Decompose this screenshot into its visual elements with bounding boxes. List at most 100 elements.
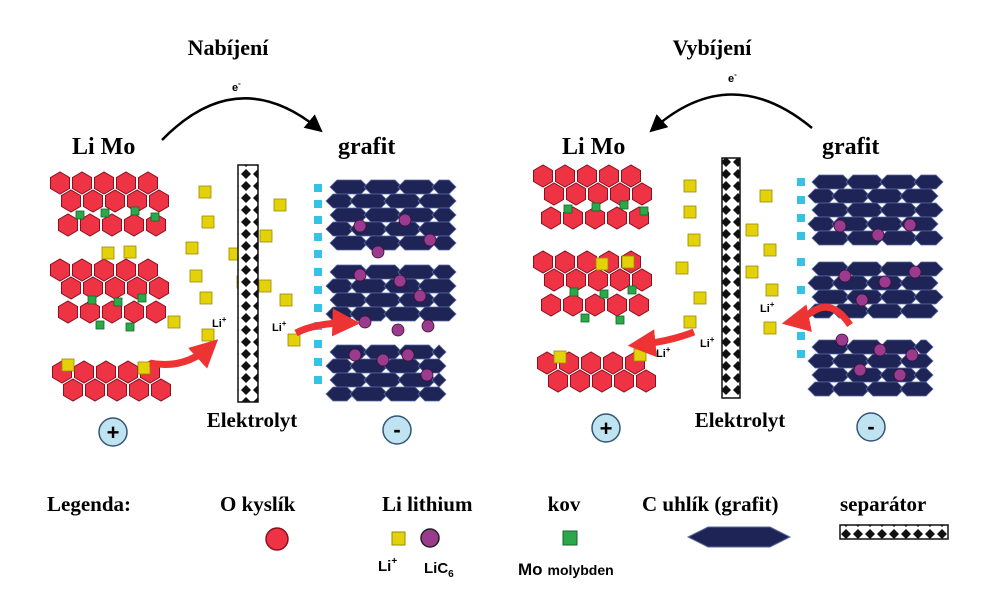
surface-ions <box>314 184 322 384</box>
graphite-sheet <box>349 193 389 209</box>
ion-flow-arrow-2 <box>294 308 361 337</box>
graphite-sheet <box>811 367 851 383</box>
oxygen-atom <box>632 268 652 292</box>
lic6-atom <box>908 265 922 279</box>
oxygen-atom <box>105 276 125 300</box>
oxygen-atom <box>548 369 568 393</box>
metal-atom <box>87 295 97 305</box>
lithium-ion <box>258 279 272 293</box>
surface-ion <box>797 332 805 340</box>
graphite-sheet <box>363 207 403 223</box>
lic6-atom <box>833 219 847 233</box>
positive-sign: + <box>107 420 120 445</box>
metal-atom <box>591 202 601 212</box>
lithium-ion-icon <box>391 531 406 546</box>
lithium-ion <box>675 261 689 275</box>
lithium-ion <box>167 315 181 329</box>
surface-ion <box>797 258 805 266</box>
ion-label: Li+ <box>760 300 775 315</box>
lithium-ion <box>763 243 777 257</box>
oxygen-atom <box>544 268 564 292</box>
lic6-atom <box>835 333 849 347</box>
lithium-ion <box>199 291 213 305</box>
anode-label: grafit <box>822 134 879 160</box>
oxygen-atom <box>146 300 166 324</box>
oxygen-atom <box>632 182 652 206</box>
ion-label: Li+ <box>656 345 671 360</box>
metal-atoms <box>75 206 160 332</box>
positive-electrode-icon <box>591 413 621 443</box>
graphite-sheet <box>879 174 919 190</box>
oxygen-atom <box>138 258 158 282</box>
graphite-sheet <box>913 174 944 190</box>
discharging-title: Vybíjení <box>673 35 753 60</box>
oxygen-atom <box>614 369 634 393</box>
lic6-atom <box>905 348 919 362</box>
lithium-ion <box>189 269 203 283</box>
lithium-ion <box>745 223 759 237</box>
cathode-label: Li Mo <box>562 134 625 160</box>
electrolyte-label: Elektrolyt <box>207 408 298 432</box>
oxygen-atom <box>149 189 169 213</box>
metal-atom <box>100 208 110 218</box>
oxygen-atom <box>94 171 114 195</box>
oxygen-atom <box>107 378 127 402</box>
surface-ion <box>314 358 322 366</box>
negative-electrode-icon <box>382 415 412 445</box>
oxygen-atom <box>96 360 116 384</box>
lic6-atom <box>893 368 907 382</box>
lithium-ion <box>621 255 635 269</box>
oxygen-atom <box>105 189 125 213</box>
graphite-sheet <box>811 174 851 190</box>
oxygen-atom <box>566 182 586 206</box>
metal-atom <box>569 287 579 297</box>
oxygen-atom <box>129 378 149 402</box>
graphite-sheet <box>865 353 905 369</box>
positive-sign: + <box>600 416 613 441</box>
lic6-atom <box>398 213 412 227</box>
surface-ion <box>314 304 322 312</box>
graphite-sheet <box>865 381 905 397</box>
graphite-sheet <box>383 306 423 322</box>
oxygen-atom <box>544 182 564 206</box>
graphite-sheet <box>363 235 403 251</box>
graphite-sheet <box>417 193 457 209</box>
surface-ion <box>314 286 322 294</box>
ion-flow-arrow-1 <box>781 303 853 332</box>
graphite-sheet-icon <box>686 526 792 548</box>
lithium-ion <box>693 291 707 305</box>
oxygen-atom <box>629 293 649 317</box>
oxygen-atom <box>127 276 147 300</box>
oxygen-atom <box>94 258 114 282</box>
metal-atom <box>137 293 147 303</box>
cathode-lattice <box>533 164 656 393</box>
lithium-ion <box>185 241 199 255</box>
surface-ions <box>797 178 805 358</box>
lithium-ion <box>687 233 701 247</box>
oxygen-atom <box>50 258 70 282</box>
lic6-atoms <box>348 213 437 382</box>
oxygen-atom <box>610 268 630 292</box>
graphite-sheet <box>431 235 457 251</box>
lic6-atom <box>391 323 405 337</box>
graphite-sheet <box>865 303 905 319</box>
surface-ion <box>797 196 805 204</box>
electron-arrow <box>649 93 813 133</box>
oxygen-atom <box>72 171 92 195</box>
oxygen-atom <box>74 360 94 384</box>
electron-label: e- <box>232 79 241 94</box>
lic6-atom <box>353 219 367 233</box>
oxygen-atom <box>58 213 78 237</box>
oxygen-atom <box>555 164 575 188</box>
oxygen-atom <box>570 369 590 393</box>
lic6-atoms <box>833 218 922 382</box>
oxygen-atom <box>607 206 627 230</box>
oxygen-atom <box>581 351 601 375</box>
oxygen-atom <box>636 369 656 393</box>
graphite-sheet <box>431 179 457 195</box>
lithium-ion <box>745 265 759 279</box>
graphite-sheet <box>417 306 457 322</box>
lithium-ion <box>683 315 697 329</box>
oxygen-atom <box>588 182 608 206</box>
oxygen-atom <box>592 369 612 393</box>
